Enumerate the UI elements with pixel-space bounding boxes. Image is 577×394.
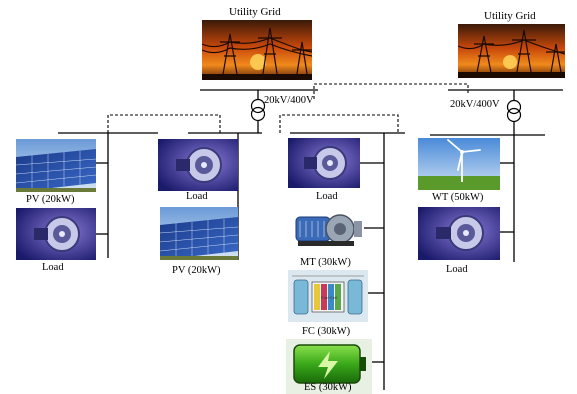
pv2-panel-image	[160, 207, 238, 260]
pv1-panel-image	[16, 139, 96, 192]
pv2-label: PV (20kW)	[172, 265, 221, 276]
load2-motor-image	[158, 139, 238, 191]
pv1-label: PV (20kW)	[26, 194, 75, 205]
load1-label: Load	[42, 262, 64, 273]
transformer2-label: 20kV/400V	[450, 99, 500, 110]
grid2-photo	[458, 24, 565, 78]
wt-wind-turbine-image	[418, 138, 500, 190]
transformer1-coil-top	[250, 98, 266, 114]
es-label: ES (30kW)	[304, 382, 352, 393]
tie-line-center	[279, 114, 399, 133]
load2-label: Load	[186, 191, 208, 202]
load3-motor-image	[288, 138, 360, 188]
load4-motor-image	[418, 207, 500, 260]
load1-motor-image	[16, 208, 96, 260]
transformer2-coil-top	[506, 99, 522, 115]
grid1-title: Utility Grid	[229, 6, 281, 18]
es-battery-image	[286, 339, 372, 394]
transformer1-coil-bottom	[250, 106, 266, 122]
load3-label: Load	[316, 191, 338, 202]
fc-fuel-cell-image: Fuel Cell	[288, 270, 368, 322]
mt-microturbine-image	[288, 203, 364, 255]
tie-line-grids	[313, 83, 469, 99]
tie-line-left	[107, 114, 221, 133]
grid2-title: Utility Grid	[484, 10, 536, 22]
wt-label: WT (50kW)	[432, 192, 484, 203]
transformer1-label: 20kV/400V	[264, 95, 314, 106]
fc-label: FC (30kW)	[302, 326, 351, 337]
mt-label: MT (30kW)	[300, 257, 351, 268]
fc-diagram-caption: Fuel Cell	[321, 295, 337, 300]
transformer2-coil-bottom	[506, 107, 522, 123]
load4-label: Load	[446, 264, 468, 275]
grid1-photo	[202, 20, 312, 80]
